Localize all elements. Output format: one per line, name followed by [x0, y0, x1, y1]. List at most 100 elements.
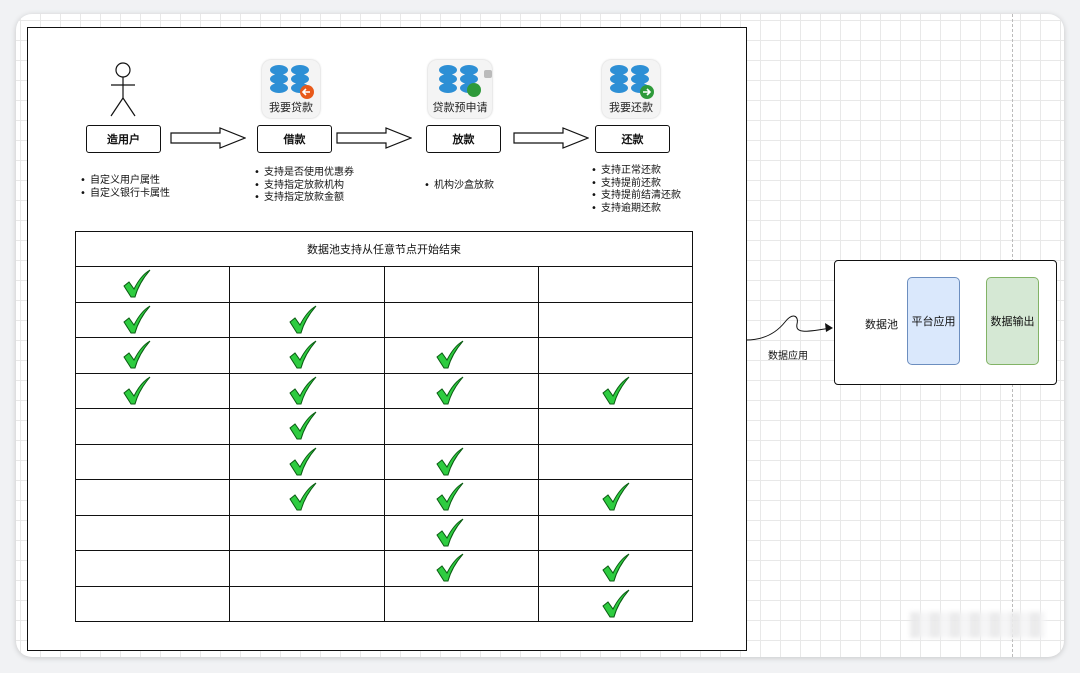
table-cell	[383, 372, 539, 409]
checkmark-icon	[123, 305, 151, 333]
list-item: 自定义银行卡属性	[80, 188, 170, 201]
table-row	[74, 337, 694, 374]
step-create-user: 造用户	[86, 125, 161, 153]
table-cell	[383, 585, 539, 622]
list-item: 自定义用户属性	[80, 175, 170, 188]
table-cell	[383, 514, 539, 551]
table-cell	[229, 443, 385, 480]
step-repay: 还款	[595, 125, 670, 153]
checkmark-icon	[289, 376, 317, 404]
checkmark-icon	[289, 411, 317, 440]
checkmark-icon	[435, 376, 463, 404]
checkmark-icon	[123, 269, 151, 298]
borrow-app-icon: 我要贷款	[262, 60, 320, 118]
table-cell	[383, 301, 539, 338]
lend-features-list: 机构沙盒放款	[424, 180, 494, 193]
table-cell	[74, 337, 231, 374]
connector-label: 数据应用	[768, 351, 808, 362]
pill-label: 平台应用	[911, 315, 956, 328]
data-pool-box: 数据池 平台应用 数据输出	[834, 260, 1057, 385]
user-features-list: 自定义用户属性 自定义银行卡属性	[80, 175, 170, 200]
table-cell	[383, 479, 539, 516]
table-cell	[537, 479, 694, 516]
list-item: 支持指定放款金额	[254, 192, 354, 205]
step-label: 放款	[452, 133, 475, 146]
table-cell	[229, 301, 385, 338]
table-cell	[537, 408, 694, 445]
table-cell	[229, 266, 385, 303]
table-row	[74, 514, 694, 551]
checkmark-icon	[435, 340, 463, 369]
repay-app-icon: 我要还款	[602, 60, 660, 118]
checkmark-icon	[602, 589, 630, 617]
checkmark-icon	[435, 482, 463, 511]
table-cell	[74, 585, 231, 622]
checkmark-icon	[289, 305, 317, 333]
table-cell	[229, 372, 385, 409]
step-label: 造用户	[107, 133, 140, 146]
watermark-blur	[910, 612, 1045, 638]
step-lend: 放款	[426, 125, 501, 153]
list-item: 支持逾期还款	[591, 203, 681, 216]
table-cell	[537, 266, 694, 303]
table-cell	[74, 550, 231, 587]
checkmark-icon	[435, 447, 463, 475]
table-cell	[229, 408, 385, 445]
table-cell	[74, 372, 231, 409]
icon-label: 我要贷款	[269, 101, 313, 114]
list-item: 支持是否使用优惠券	[254, 167, 354, 180]
list-item: 机构沙盒放款	[424, 180, 494, 193]
table-cell	[383, 550, 539, 587]
table-cell	[537, 514, 694, 551]
table-title: 数据池支持从任意节点开始结束	[75, 231, 693, 267]
checkmark-icon	[435, 518, 463, 546]
checkmark-icon	[289, 482, 317, 511]
table-cell	[383, 337, 539, 374]
list-item: 支持提前还款	[591, 178, 681, 191]
pill-label: 数据输出	[990, 315, 1035, 328]
step-label: 借款	[283, 133, 306, 146]
database-icon	[439, 65, 492, 97]
table-cell	[383, 443, 539, 480]
lend-app-icon: 贷款预申请	[428, 60, 492, 118]
flow-arrow-2	[336, 127, 412, 149]
checkmark-icon	[289, 447, 317, 475]
checkmark-icon	[602, 376, 630, 404]
table-cell	[537, 443, 694, 480]
checkmark-icon	[123, 340, 151, 369]
pool-label: 数据池	[865, 318, 898, 331]
table-cell	[383, 266, 539, 303]
table-cell	[537, 585, 694, 622]
flow-arrow-1	[170, 127, 246, 149]
table-cell	[383, 408, 539, 445]
list-item: 支持指定放款机构	[254, 180, 354, 193]
checkmark-icon	[289, 340, 317, 369]
platform-app-box: 平台应用	[907, 277, 960, 365]
table-row	[74, 301, 694, 338]
step-borrow: 借款	[257, 125, 332, 153]
borrow-features-list: 支持是否使用优惠券 支持指定放款机构 支持指定放款金额	[254, 167, 354, 205]
icon-label: 我要还款	[609, 101, 653, 114]
table-cell	[229, 514, 385, 551]
icon-label: 贷款预申请	[432, 101, 488, 114]
table-row	[74, 550, 694, 587]
repay-features-list: 支持正常还款 支持提前还款 支持提前结清还款 支持逾期还款	[591, 165, 681, 215]
table-cell	[229, 479, 385, 516]
table-body	[74, 266, 694, 622]
data-pool-table: 数据池支持从任意节点开始结束	[74, 231, 694, 622]
table-cell	[74, 479, 231, 516]
table-cell	[537, 301, 694, 338]
table-row	[74, 443, 694, 480]
database-icon	[610, 65, 654, 99]
list-item: 支持提前结清还款	[591, 190, 681, 203]
checkmark-icon	[435, 553, 463, 582]
table-cell	[74, 443, 231, 480]
table-cell	[74, 266, 231, 303]
table-cell	[229, 550, 385, 587]
table-cell	[229, 585, 385, 622]
checkmark-icon	[123, 376, 151, 404]
table-cell	[74, 514, 231, 551]
list-item: 支持正常还款	[591, 165, 681, 178]
flow-arrow-3	[513, 127, 589, 149]
step-label: 还款	[621, 133, 644, 146]
